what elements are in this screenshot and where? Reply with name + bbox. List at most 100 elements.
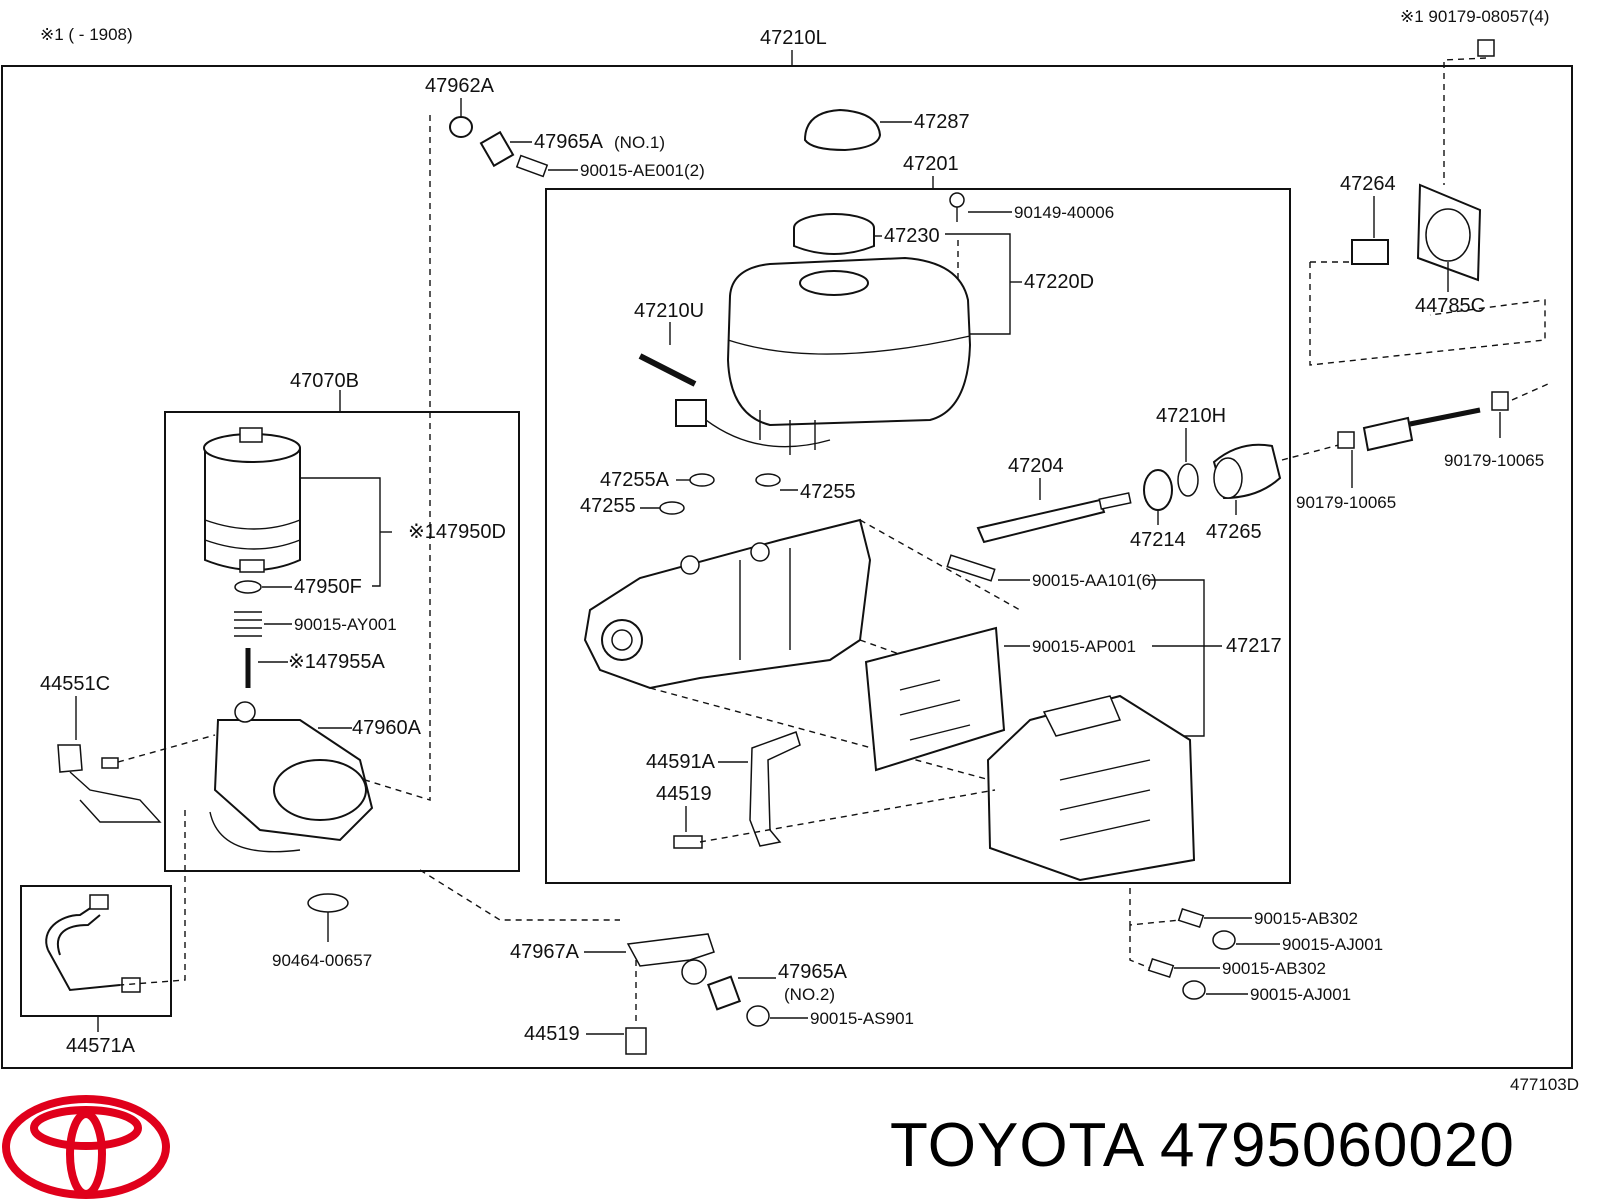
label-90015-AS901: 90015-AS901 xyxy=(810,1009,914,1028)
label-90464: 90464-00657 xyxy=(272,951,372,970)
toyota-logo-icon xyxy=(2,1095,170,1199)
label-47255-right: 47255 xyxy=(800,481,856,503)
label-44571A: 44571A xyxy=(66,1035,136,1057)
actuator-ribs xyxy=(1059,759,1151,841)
plate-holes xyxy=(899,679,971,741)
sensor-wire xyxy=(705,419,831,448)
label-47264: 47264 xyxy=(1340,173,1396,195)
filter-47950D-cap xyxy=(239,427,263,443)
label-90015-AA101: 90015-AA101(6) xyxy=(1032,571,1157,590)
gasket-47287 xyxy=(803,108,882,152)
pipe-44551C xyxy=(69,771,162,823)
brand-title: TOYOTA 4795060020 xyxy=(890,1111,1515,1180)
dashed-47264 xyxy=(1309,261,1546,366)
bolt-90015-AE001 xyxy=(515,154,549,178)
sensor-rod-47210U xyxy=(638,353,697,387)
box-47201 xyxy=(545,188,1291,884)
oring-47950F xyxy=(234,580,262,594)
collar-90015-AJ001-a xyxy=(1212,930,1236,950)
bolt-90015-AB302-a xyxy=(1177,907,1205,929)
label-47962A: 47962A xyxy=(425,75,495,97)
bracket-47967A xyxy=(626,933,715,967)
label-90015-AB302-b: 90015-AB302 xyxy=(1222,959,1326,978)
dashed-47967A xyxy=(419,869,620,921)
connector-47210U xyxy=(675,399,707,427)
label-90179-10065-a: 90179-10065 xyxy=(1296,493,1396,512)
plate-44785C-hole xyxy=(1425,208,1471,262)
label-47967A: 47967A xyxy=(510,941,580,963)
snapring-47210H xyxy=(1177,463,1199,497)
hose-44571A-lower xyxy=(47,949,121,992)
clamp-44571A-bottom xyxy=(121,977,141,993)
bolt-90179-08057 xyxy=(1477,39,1495,57)
bracket-47217 xyxy=(1148,579,1205,737)
dashed-nut xyxy=(1511,383,1549,401)
label-90015-AP001: 90015-AP001 xyxy=(1032,637,1136,656)
label-47201: 47201 xyxy=(903,153,959,175)
plate-90015-AP001 xyxy=(864,626,1006,772)
box-47070B xyxy=(164,411,520,872)
label-90015-AJ001-a: 90015-AJ001 xyxy=(1282,935,1383,954)
label-90015-AY001: 90015-AY001 xyxy=(294,615,397,634)
label-47255-left: 47255 xyxy=(580,495,636,517)
cap-47230-body xyxy=(793,228,875,255)
label-44519-mid: 44519 xyxy=(656,783,712,805)
bracket-47967A-eye xyxy=(681,959,707,985)
piston-47204-tip xyxy=(1098,492,1132,510)
label-44785C: 44785C xyxy=(1415,295,1485,317)
master-cylinder-body xyxy=(583,518,872,690)
label-90015-AJ001-b: 90015-AJ001 xyxy=(1250,985,1351,1004)
label-47950D: ※147950D xyxy=(408,521,506,543)
note-right: ※1 90179-08057(4) xyxy=(1400,7,1549,26)
actuator-connector xyxy=(1042,695,1122,737)
label-47220D: 47220D xyxy=(1024,271,1094,293)
label-90015-AB302-a: 90015-AB302 xyxy=(1254,909,1358,928)
label-47287: 47287 xyxy=(914,111,970,133)
bracket-47220D xyxy=(945,233,1011,335)
dashed-44519-mid xyxy=(699,789,996,843)
diagram-id: 477103D xyxy=(1510,1075,1579,1094)
port-2 xyxy=(750,542,770,562)
note-47965A-no1: (NO.1) xyxy=(614,133,665,152)
cap-47962A xyxy=(449,116,473,138)
pipe-44551C-loop xyxy=(57,744,83,773)
actuator-47217 xyxy=(986,694,1196,882)
bolt-44519-bottom xyxy=(625,1027,647,1055)
label-47230: 47230 xyxy=(884,225,940,247)
label-47204: 47204 xyxy=(1008,455,1064,477)
label-44551C: 44551C xyxy=(40,673,110,695)
nut-90179-10065-left xyxy=(1337,431,1355,449)
label-47214: 47214 xyxy=(1130,529,1186,551)
label-47255A: 47255A xyxy=(600,469,670,491)
grommet-47255-left xyxy=(659,501,685,515)
note-47965A-no2: (NO.2) xyxy=(784,985,835,1004)
collar-90015-AS901 xyxy=(746,1005,770,1027)
reservoir-neck xyxy=(799,270,869,296)
label-47265: 47265 xyxy=(1206,521,1262,543)
pump-hose xyxy=(209,811,301,853)
label-47965A-no2: 47965A xyxy=(778,961,848,983)
bolt-44519-mid xyxy=(673,835,703,849)
seal-47214 xyxy=(1143,469,1173,511)
nut-90179-10065-right xyxy=(1491,391,1509,411)
label-47965A-no1: 47965A xyxy=(534,131,604,153)
pump-47960A-port xyxy=(234,701,256,723)
port-1 xyxy=(680,555,700,575)
label-47960A: 47960A xyxy=(352,717,422,739)
label-47210H: 47210H xyxy=(1156,405,1226,427)
clamp-90464-00657 xyxy=(307,893,349,913)
reservoir-47220D xyxy=(726,256,972,427)
note-left: ※1 ( - 1908) xyxy=(40,25,133,44)
clamp-44571A-top xyxy=(89,894,109,910)
grommet-47255A xyxy=(689,473,715,487)
nut-47965A-no2 xyxy=(706,975,742,1011)
screw-90149-40006 xyxy=(949,192,965,208)
box-44571A xyxy=(20,885,172,1017)
pump-47960A-motor xyxy=(273,759,367,821)
bracket-44591A xyxy=(749,731,801,847)
label-90179-10065-b: 90179-10065 xyxy=(1444,451,1544,470)
label-47950F: 47950F xyxy=(294,576,362,598)
label-44591A: 44591A xyxy=(646,751,716,773)
dashed-44551C xyxy=(117,734,216,763)
